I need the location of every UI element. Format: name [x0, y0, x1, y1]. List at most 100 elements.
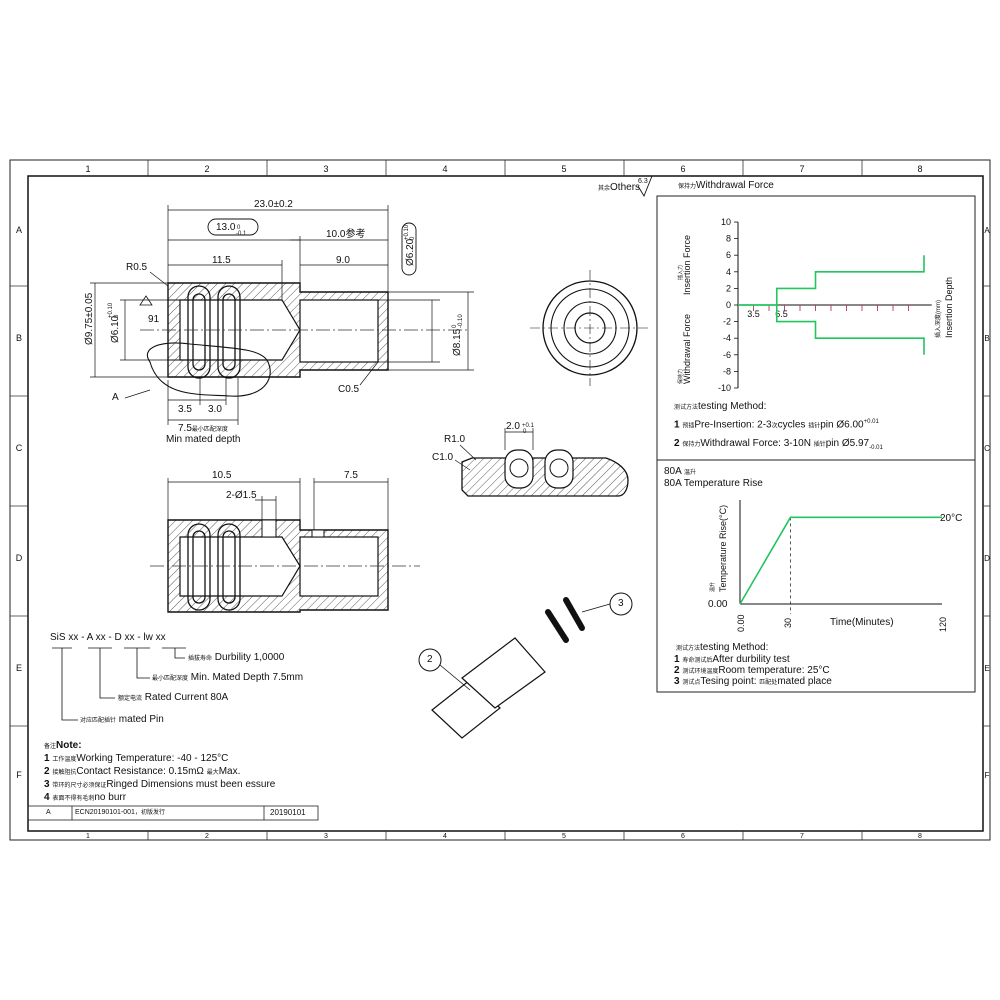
force-xlabel-zh: 插入深度(mm) [934, 300, 942, 338]
depth-zh: 最小匹配深度 [152, 676, 189, 682]
r05-label: R0.5 [126, 262, 148, 273]
force-method-zh: 测试方法 [674, 405, 699, 411]
temp-chart [739, 500, 942, 614]
col-label-6: 6 [680, 164, 685, 174]
surface-zh: 其余 [598, 186, 611, 192]
temp-y0-label: 0.00 [708, 599, 728, 610]
col-label-5: 5 [561, 164, 566, 174]
dim-overall: 23.0±0.2 [254, 199, 293, 210]
dim-610-tol-bot: 0 [114, 314, 120, 318]
force-m2-zh2: 插针 [813, 442, 826, 448]
note-2-en: Contact Resistance: 0.15mΩ [76, 766, 204, 777]
temp-m3-zh2: 匹配处 [759, 680, 778, 686]
force-m2-en: Withdrawal Force: 3-10N [700, 438, 811, 449]
col-label-bottom-2: 2 [205, 833, 209, 840]
row-label-C: C [16, 443, 23, 453]
dim-975-label: Ø9.75±0.05 [84, 292, 95, 345]
durability-en: Durbility 1,0000 [214, 652, 285, 663]
part-code-depth: 最小匹配深度 Min. Mated Depth 7.5mm [152, 672, 303, 685]
callout-part-3-drawing [545, 592, 633, 643]
revision-date: 20190101 [270, 808, 306, 817]
detail-a-view [454, 428, 629, 497]
temp-chart-panel [656, 459, 976, 693]
row-label-E: E [16, 663, 22, 673]
temp-m1-en: After durbility test [712, 654, 790, 665]
force-m1-en2: cycles [777, 419, 806, 431]
temp-method-2: 2 测试环境温度Room temperature: 25°C [674, 665, 830, 676]
force-chart-title: 保持力Withdrawal Force [678, 180, 774, 193]
part-code-leaders [52, 647, 186, 721]
detail-width: 2.0 [506, 421, 520, 432]
force-m1-en3: pin Ø6.00 [820, 419, 864, 431]
col-label-bottom-1: 1 [86, 833, 90, 840]
temp-m2-zh: 测试环境温度 [682, 669, 719, 675]
dim-7-5-value: 7.5 [178, 423, 192, 434]
callout-3: 3 [618, 598, 624, 609]
row-label-right-C: C [984, 444, 990, 453]
c05-label: C0.5 [338, 384, 360, 395]
force-x-label-3-5: 3.5 [747, 309, 760, 319]
dim-815-tol-bot: -0.10 [458, 314, 464, 328]
temp-m3-en: Tesing point: [700, 676, 757, 687]
note-3: 3 带环的尺寸必须保证Ringed Dimensions must been e… [44, 779, 276, 790]
force-y-tick-label: -6 [723, 350, 731, 360]
detail-width-tol-bot: 0 [523, 429, 527, 435]
surface-value: 6.3 [638, 178, 648, 185]
part-code-durability: 插拔寿命 Durbility 1,0000 [188, 652, 284, 665]
temp-x0-label: 0.00 [736, 614, 746, 632]
temp-ylabel-zh: 温升 [709, 582, 716, 592]
note-1: 1 工作温度Working Temperature: -40 - 125°C [44, 753, 229, 764]
callout-2: 2 [427, 654, 433, 665]
force-m1-zh3: 插针 [808, 423, 821, 430]
temp-method-title: 测试方法testing Method: [676, 642, 768, 655]
temp-xlabel: Time(Minutes) [830, 617, 894, 628]
col-label-bottom-8: 8 [918, 833, 922, 840]
temp-m1-zh: 寿命测试后 [682, 658, 713, 664]
force-m2-en2: pin Ø5.97 [825, 438, 870, 449]
inner-frame [27, 175, 984, 832]
dim-610-label: Ø6.10 [110, 315, 121, 343]
note-2-en2: Max. [218, 766, 241, 777]
dim-9: 9.0 [336, 255, 350, 266]
notes-title: 备注Note: [44, 740, 82, 753]
dim-620-tol-bot: 0 [410, 236, 416, 240]
temp-annotation: 20°C [940, 513, 963, 524]
outer-frame [9, 159, 991, 841]
durability-zh: 插拔寿命 [188, 656, 213, 662]
temp-method-en: testing Method: [700, 642, 769, 653]
temp-method-3: 3 测试点Tesing point: 匹配处mated place [674, 676, 832, 687]
temp-series-0 [739, 516, 942, 605]
dim-3-0: 3.0 [208, 404, 222, 415]
force-series-0 [738, 255, 925, 306]
depth-en: Min. Mated Depth 7.5mm [190, 672, 304, 683]
surface-others-label: 其余Others [598, 182, 640, 195]
detail-a-label: A [112, 392, 119, 403]
row-label-F: F [16, 770, 22, 780]
dim-620-tol-top: +0.10 [404, 224, 410, 240]
force-x-label-6-5: 6.5 [775, 309, 788, 319]
angle-label: 91 [148, 314, 160, 325]
force-m1-zh: 预插 [682, 423, 695, 430]
row-label-right-B: B [984, 334, 989, 343]
row-ticks [10, 285, 990, 727]
force-y-tick-label: 10 [721, 217, 731, 227]
force-y-tick-label: -4 [723, 333, 731, 343]
part-code-current: 额定电流 Rated Current 80A [118, 692, 228, 705]
lower-holes: 2-Ø1.5 [226, 490, 257, 501]
current-zh: 额定电流 [118, 696, 143, 702]
force-m1-en: Pre-Insertion: 2-3 [694, 419, 772, 431]
lower-dim-10-5: 10.5 [212, 470, 232, 481]
dim-13-tol-top: 0 [237, 225, 241, 231]
dim-3-5: 3.5 [178, 404, 192, 415]
part-code-mated-pin: 对应匹配插针 mated Pin [80, 714, 164, 727]
dim-11-5: 11.5 [212, 255, 231, 266]
dim-13: 13.0 [216, 222, 236, 233]
notes-title-zh: 备注 [44, 744, 57, 750]
temp-m3-en2: mated place [777, 676, 832, 687]
temp-x120-label: 120 [938, 617, 948, 632]
temp-title-2: 80A Temperature Rise [664, 478, 763, 489]
force-title-zh: 保持力 [678, 184, 697, 190]
notes-title-en: Note: [56, 740, 82, 751]
